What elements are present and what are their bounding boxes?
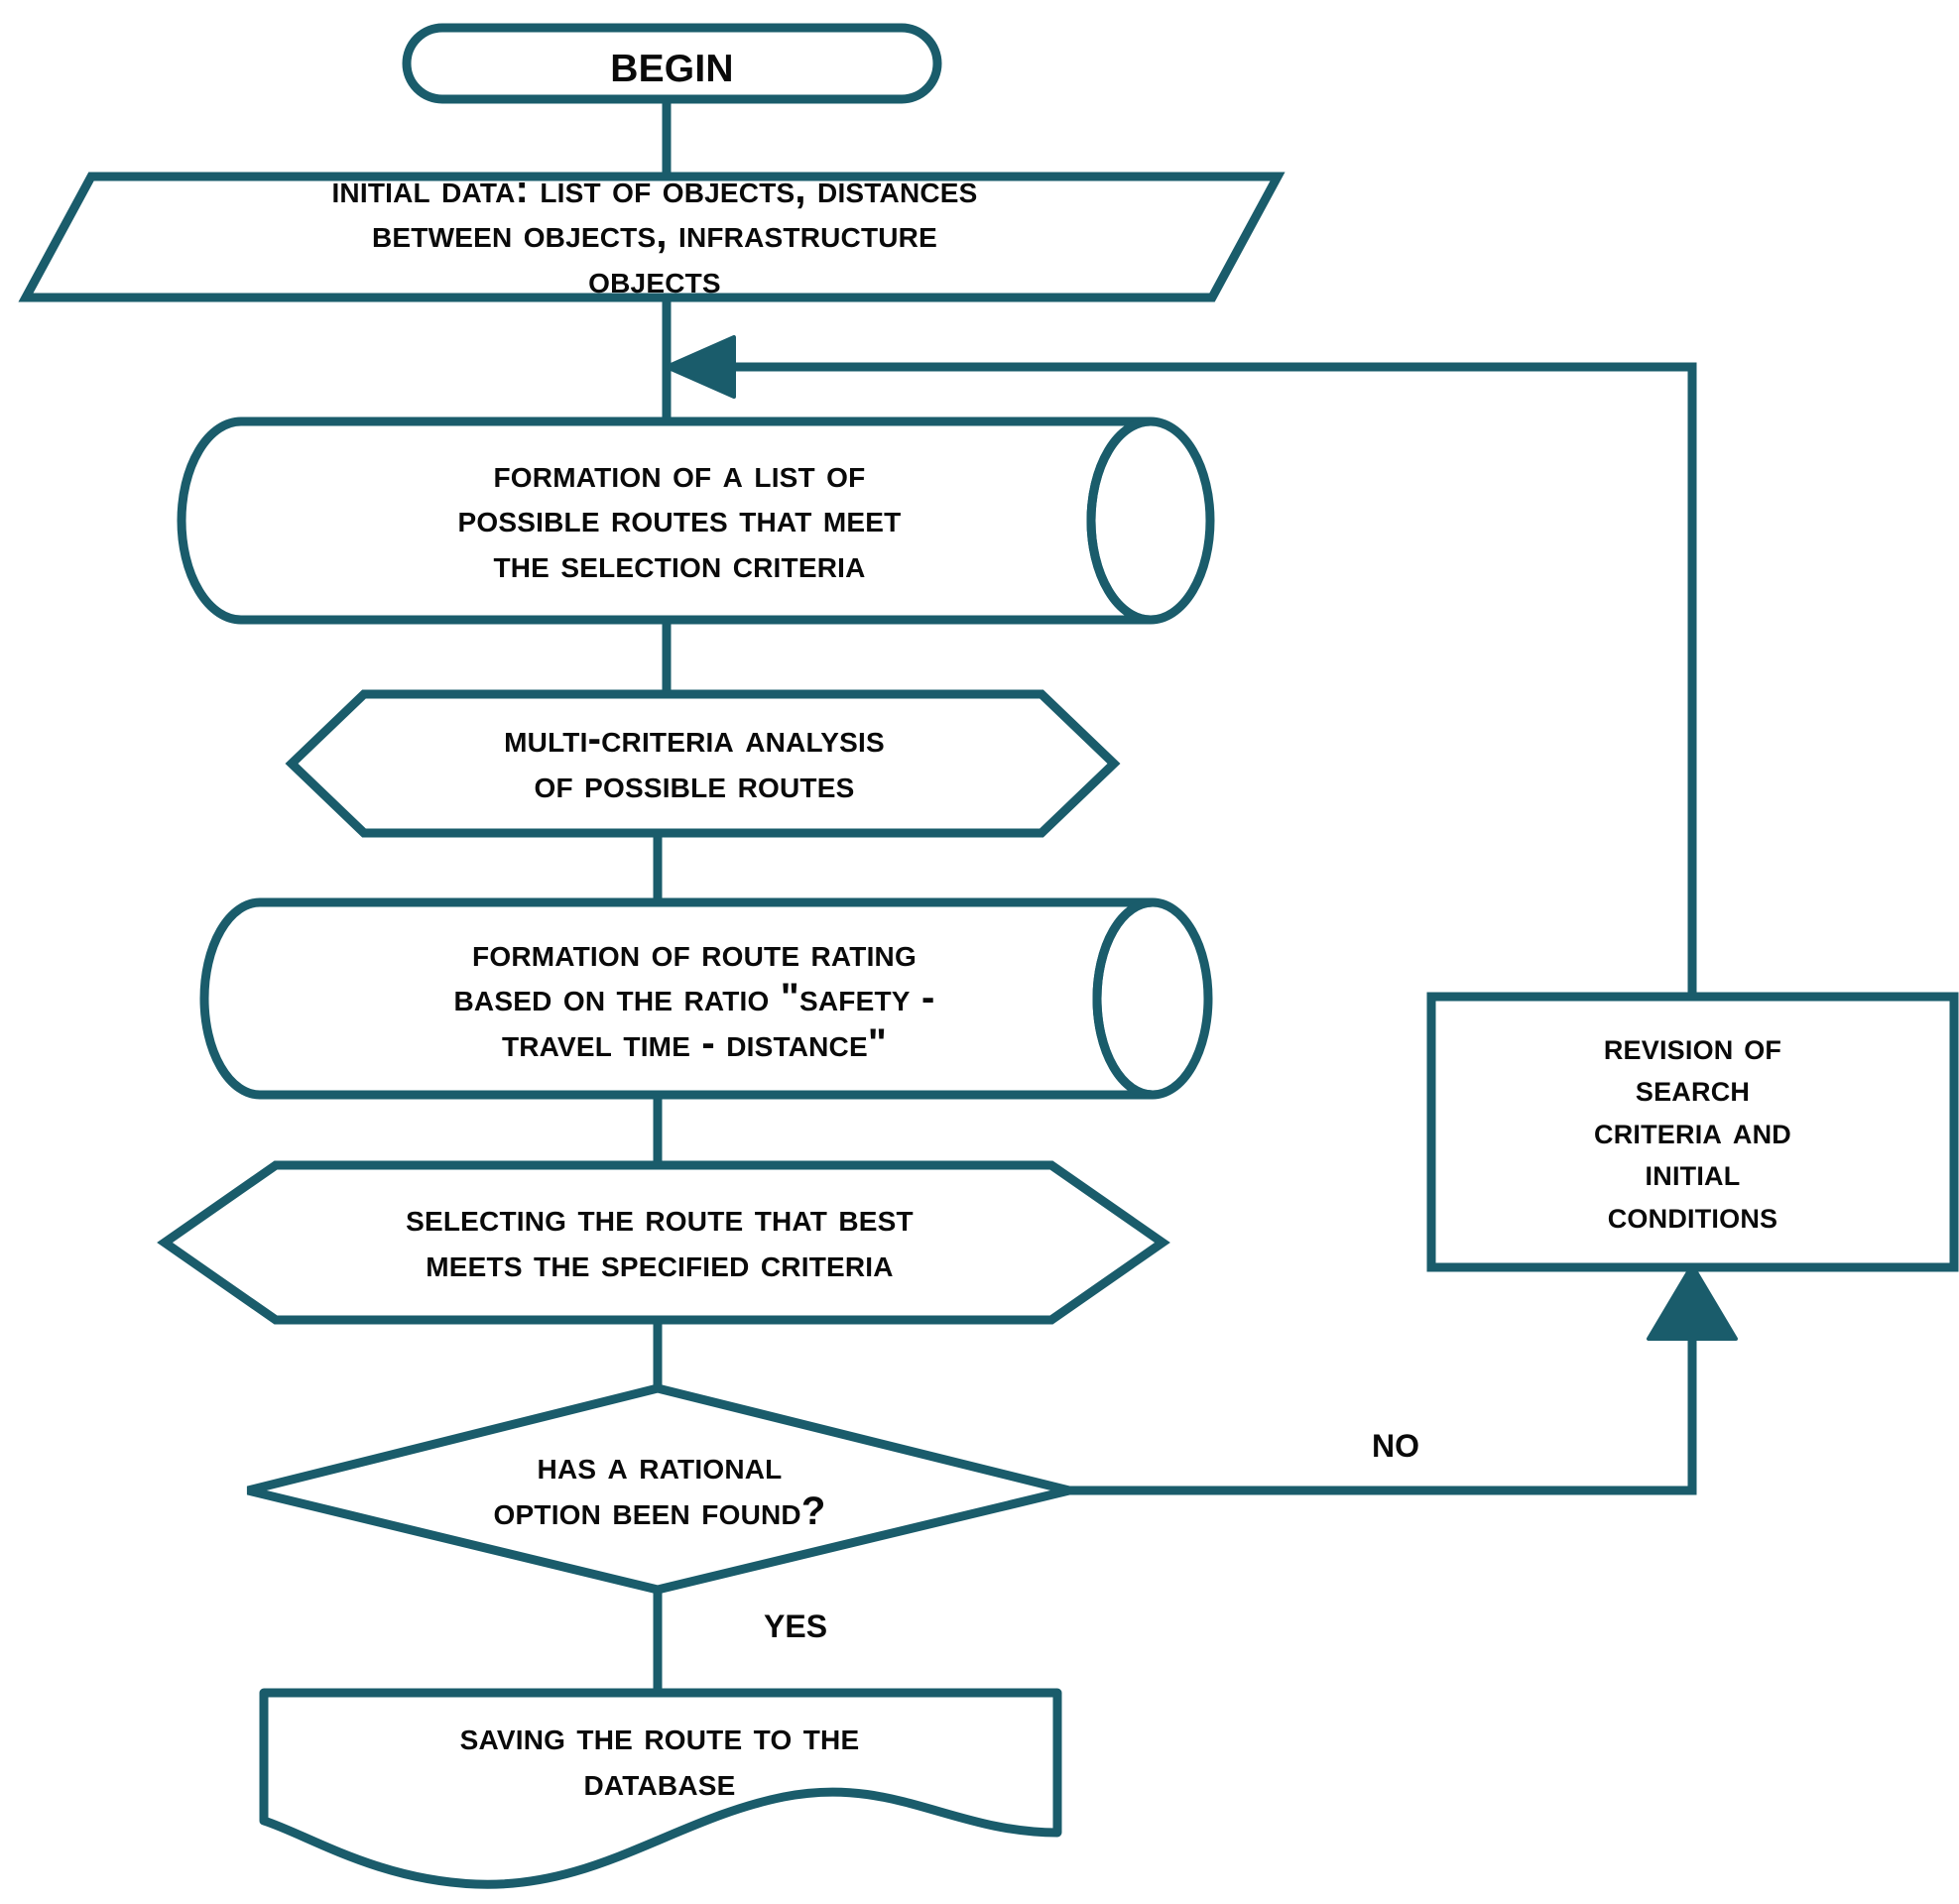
arrowhead-no-branch [1647,1263,1738,1341]
shape-initial-data-parallelogram[interactable] [18,172,1286,302]
connector-revision-feedback-loop [694,362,1697,1000]
shape-rational-option-diamond[interactable] [246,1383,1071,1595]
arrowhead-feedback-loop [665,335,736,399]
shape-multi-criteria-hexagon[interactable] [285,689,1121,838]
shape-formation-list-magnetic-tape[interactable] [177,416,1215,625]
shape-saving-route-document[interactable] [259,1688,1062,1889]
shape-revision-rectangle[interactable] [1426,992,1959,1272]
connector-decision-no-branch [1066,1269,1697,1495]
shape-formation-rating-magnetic-tape[interactable] [199,897,1213,1100]
shape-begin-terminator[interactable] [402,23,942,104]
shape-selecting-route-hexagon[interactable] [157,1160,1170,1325]
